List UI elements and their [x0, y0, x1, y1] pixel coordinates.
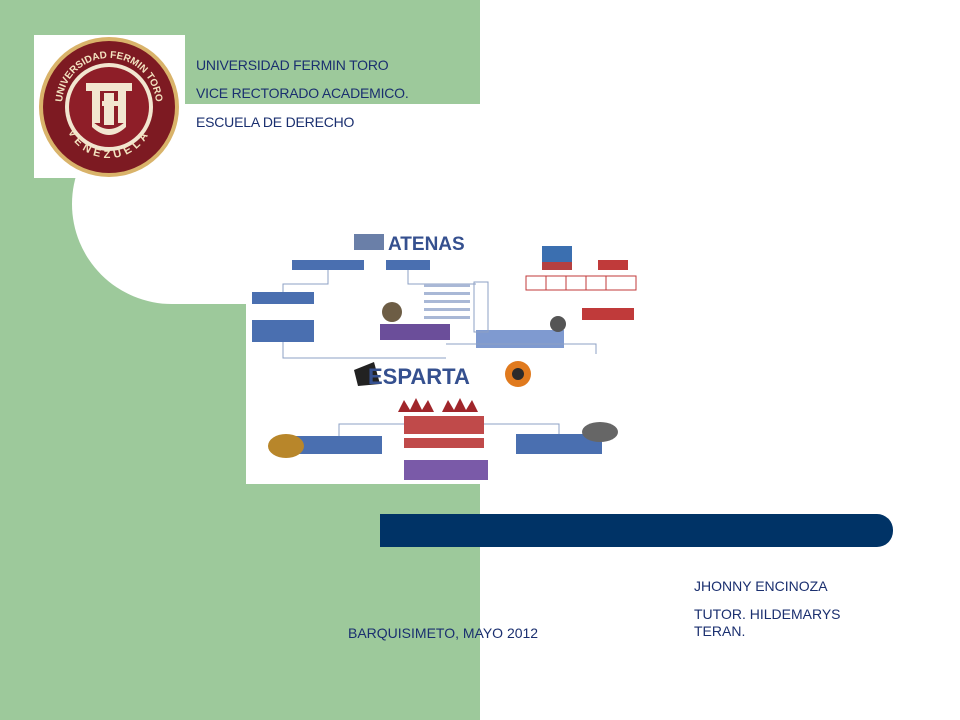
vice-rectorate: VICE RECTORADO ACADEMICO. — [196, 85, 409, 101]
tutor-line-1: TUTOR. HILDEMARYS — [694, 606, 841, 622]
helmet-icon — [550, 316, 566, 332]
university-name: UNIVERSIDAD FERMIN TORO — [196, 57, 389, 73]
athens-sparta-diagram: ATENAS ESPARTA — [246, 224, 641, 484]
philosopher-bust-icon — [382, 302, 402, 322]
esparta-title: ESPARTA — [368, 364, 470, 389]
lion-icon — [268, 434, 304, 458]
tutor-line-2: TERAN. — [694, 623, 746, 639]
city-date: BARQUISIMETO, MAYO 2012 — [348, 625, 539, 641]
ornament-icon — [582, 422, 618, 442]
author-name: JHONNY ENCINOZA — [694, 578, 828, 594]
accent-bar — [380, 514, 893, 547]
uft-seal-icon: UNIVERSIDAD FERMIN TORO VENEZUELA — [39, 37, 179, 177]
school-name: ESCUELA DE DERECHO — [196, 114, 355, 130]
crowns-icon — [398, 398, 478, 412]
title-background — [185, 0, 480, 104]
concept-map-image: ATENAS ESPARTA — [246, 224, 641, 484]
spartan-warrior-icon — [354, 362, 380, 386]
athens-temple-icon — [354, 234, 384, 250]
university-logo: UNIVERSIDAD FERMIN TORO VENEZUELA — [34, 35, 185, 178]
atenas-title: ATENAS — [388, 234, 465, 255]
tutor-name: TUTOR. HILDEMARYS TERAN. — [694, 606, 841, 640]
